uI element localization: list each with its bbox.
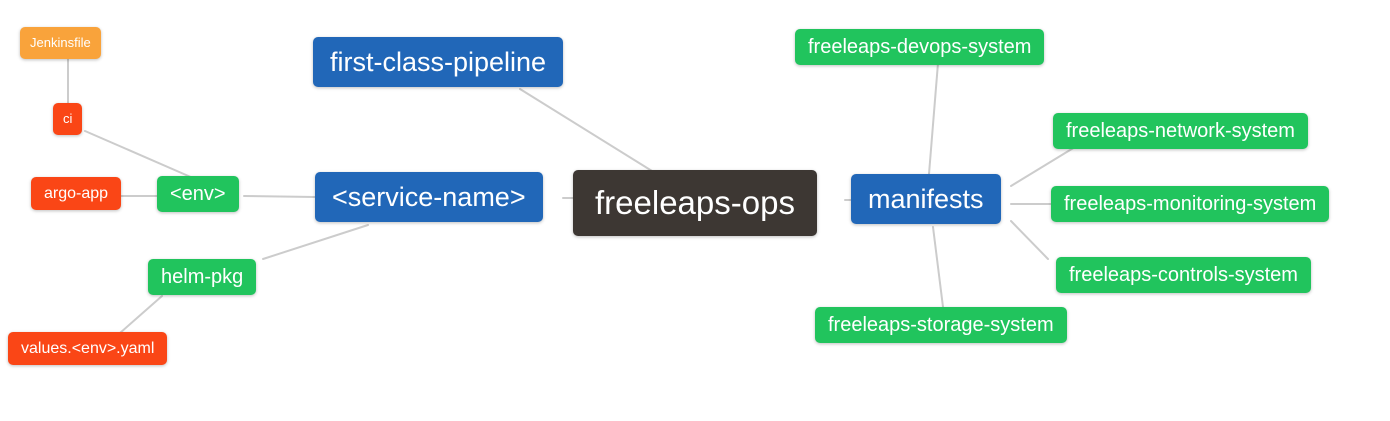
node-freeleaps-ops[interactable]: freeleaps-ops (573, 170, 817, 236)
node-argo-app[interactable]: argo-app (31, 177, 122, 211)
node-freeleaps-network-system[interactable]: freeleaps-network-system (1053, 113, 1308, 149)
edge-env-service-name (243, 195, 316, 198)
edge-manifests-controls (1010, 220, 1049, 260)
node-first-class-pipeline[interactable]: first-class-pipeline (313, 37, 564, 88)
node-env[interactable]: <env> (157, 176, 239, 212)
node-freeleaps-monitoring-system[interactable]: freeleaps-monitoring-system (1051, 186, 1330, 222)
edge-manifests-devops (928, 62, 939, 175)
edge-pipeline-ops (519, 88, 653, 172)
edge-manifests-network (1010, 146, 1076, 187)
node-freeleaps-controls-system[interactable]: freeleaps-controls-system (1056, 257, 1311, 293)
node-service-name[interactable]: <service-name> (315, 172, 543, 223)
edge-ci-env (84, 130, 194, 179)
node-helm-pkg[interactable]: helm-pkg (148, 259, 257, 295)
node-ci[interactable]: ci (53, 103, 83, 135)
node-jenkinsfile[interactable]: Jenkinsfile (20, 27, 101, 59)
node-manifests[interactable]: manifests (851, 174, 1001, 225)
edge-manifests-storage (932, 226, 944, 308)
node-freeleaps-storage-system[interactable]: freeleaps-storage-system (815, 307, 1067, 343)
edge-helm-pkg-values (119, 295, 163, 334)
node-values-env-yaml[interactable]: values.<env>.yaml (8, 332, 168, 366)
edge-service-name-helm-pkg (262, 224, 369, 260)
node-freeleaps-devops-system[interactable]: freeleaps-devops-system (795, 29, 1045, 65)
